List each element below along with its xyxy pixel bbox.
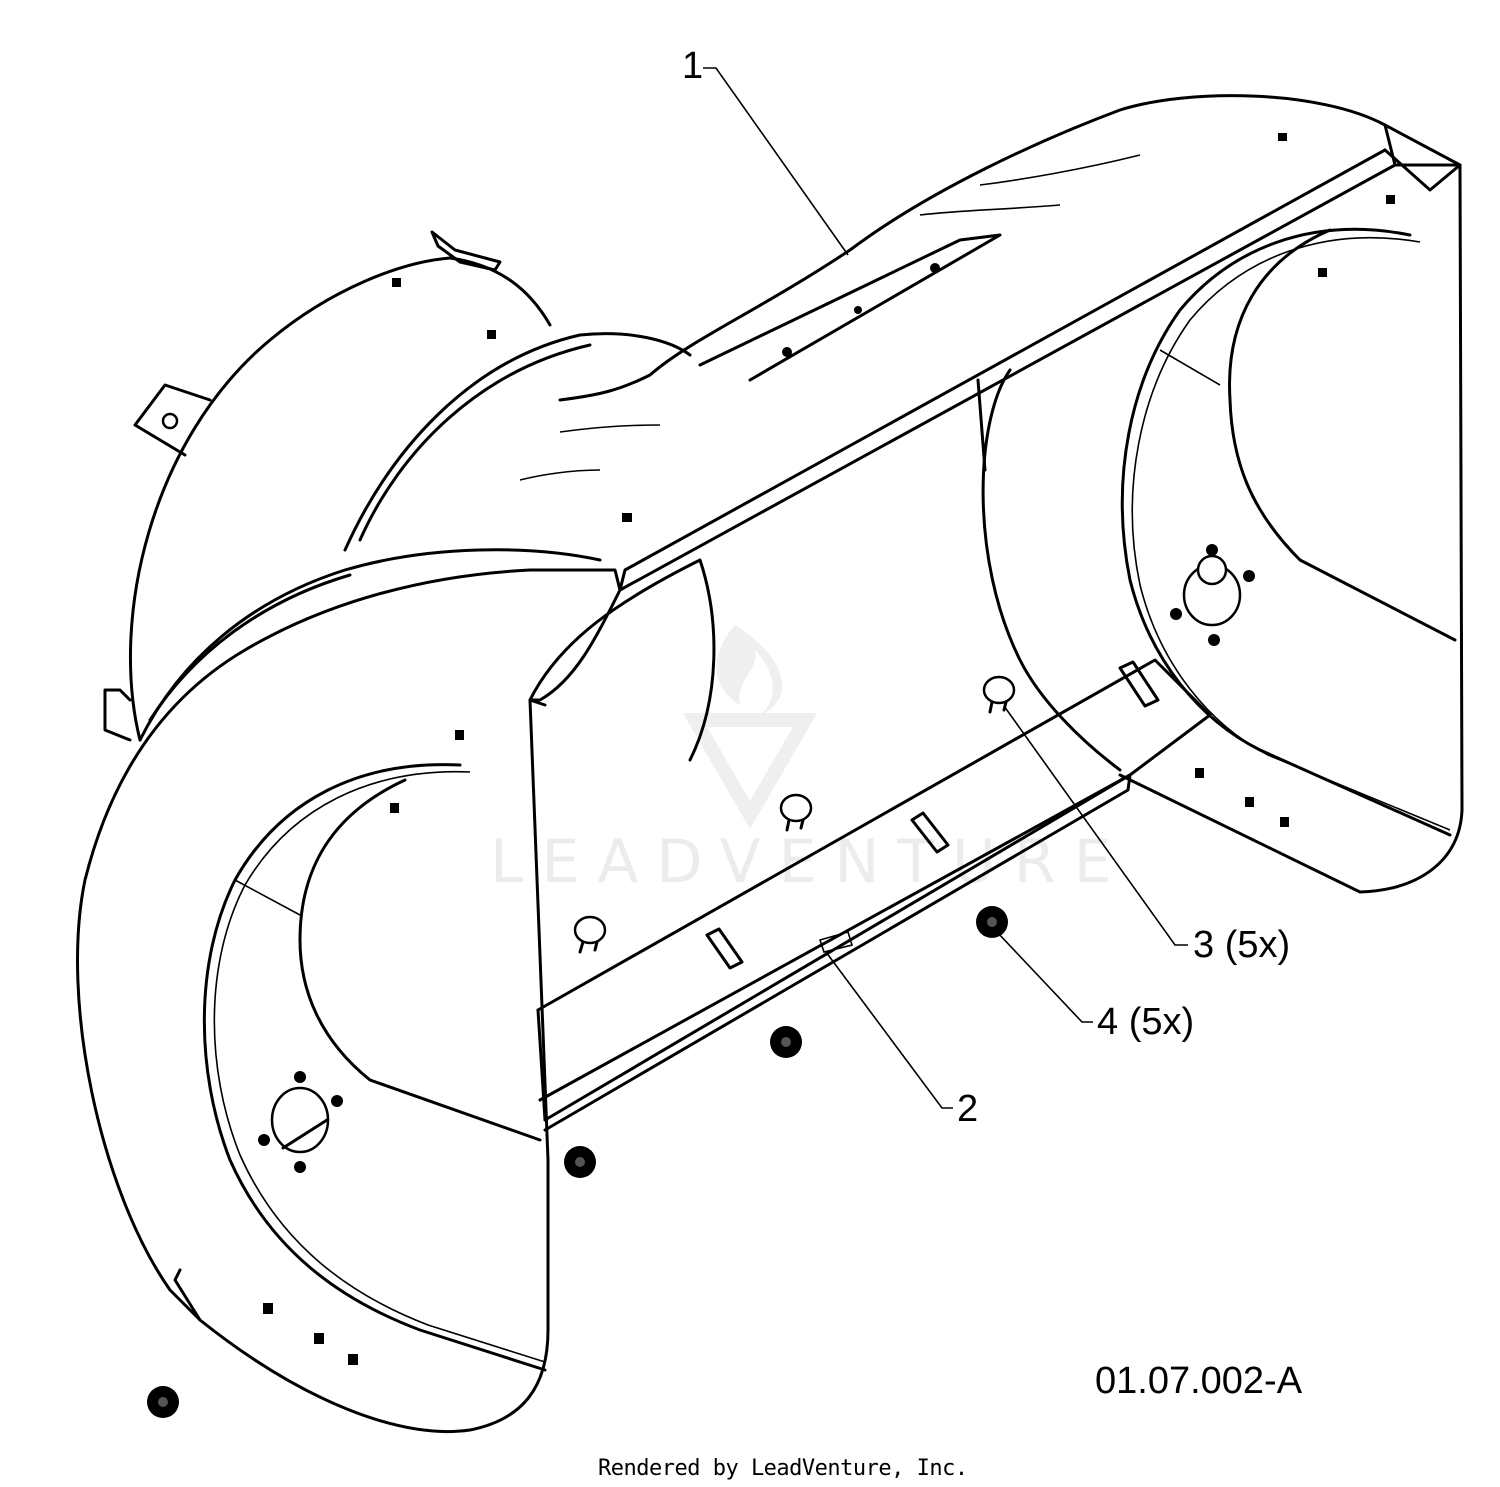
callout-1: 1 (682, 45, 703, 87)
hex-nuts (147, 906, 1008, 1418)
rear-housing-drum (103, 230, 552, 742)
callout-3: 3 (5x) (1193, 924, 1290, 966)
scraper-bar (536, 658, 1212, 1132)
footer-credit: Rendered by LeadVenture, Inc. (598, 1456, 968, 1481)
callout-4: 4 (5x) (1097, 1001, 1194, 1043)
watermark-text: LEADVENTURE (490, 827, 1130, 897)
top-beam (519, 94, 1397, 592)
callout-2: 2 (957, 1088, 978, 1130)
leader-lines (703, 67, 1188, 1109)
carriage-bolts (573, 675, 1016, 954)
drawing-number: 01.07.002-A (1095, 1360, 1303, 1402)
left-side-plate (76, 548, 622, 1433)
auger-tube (343, 332, 716, 762)
